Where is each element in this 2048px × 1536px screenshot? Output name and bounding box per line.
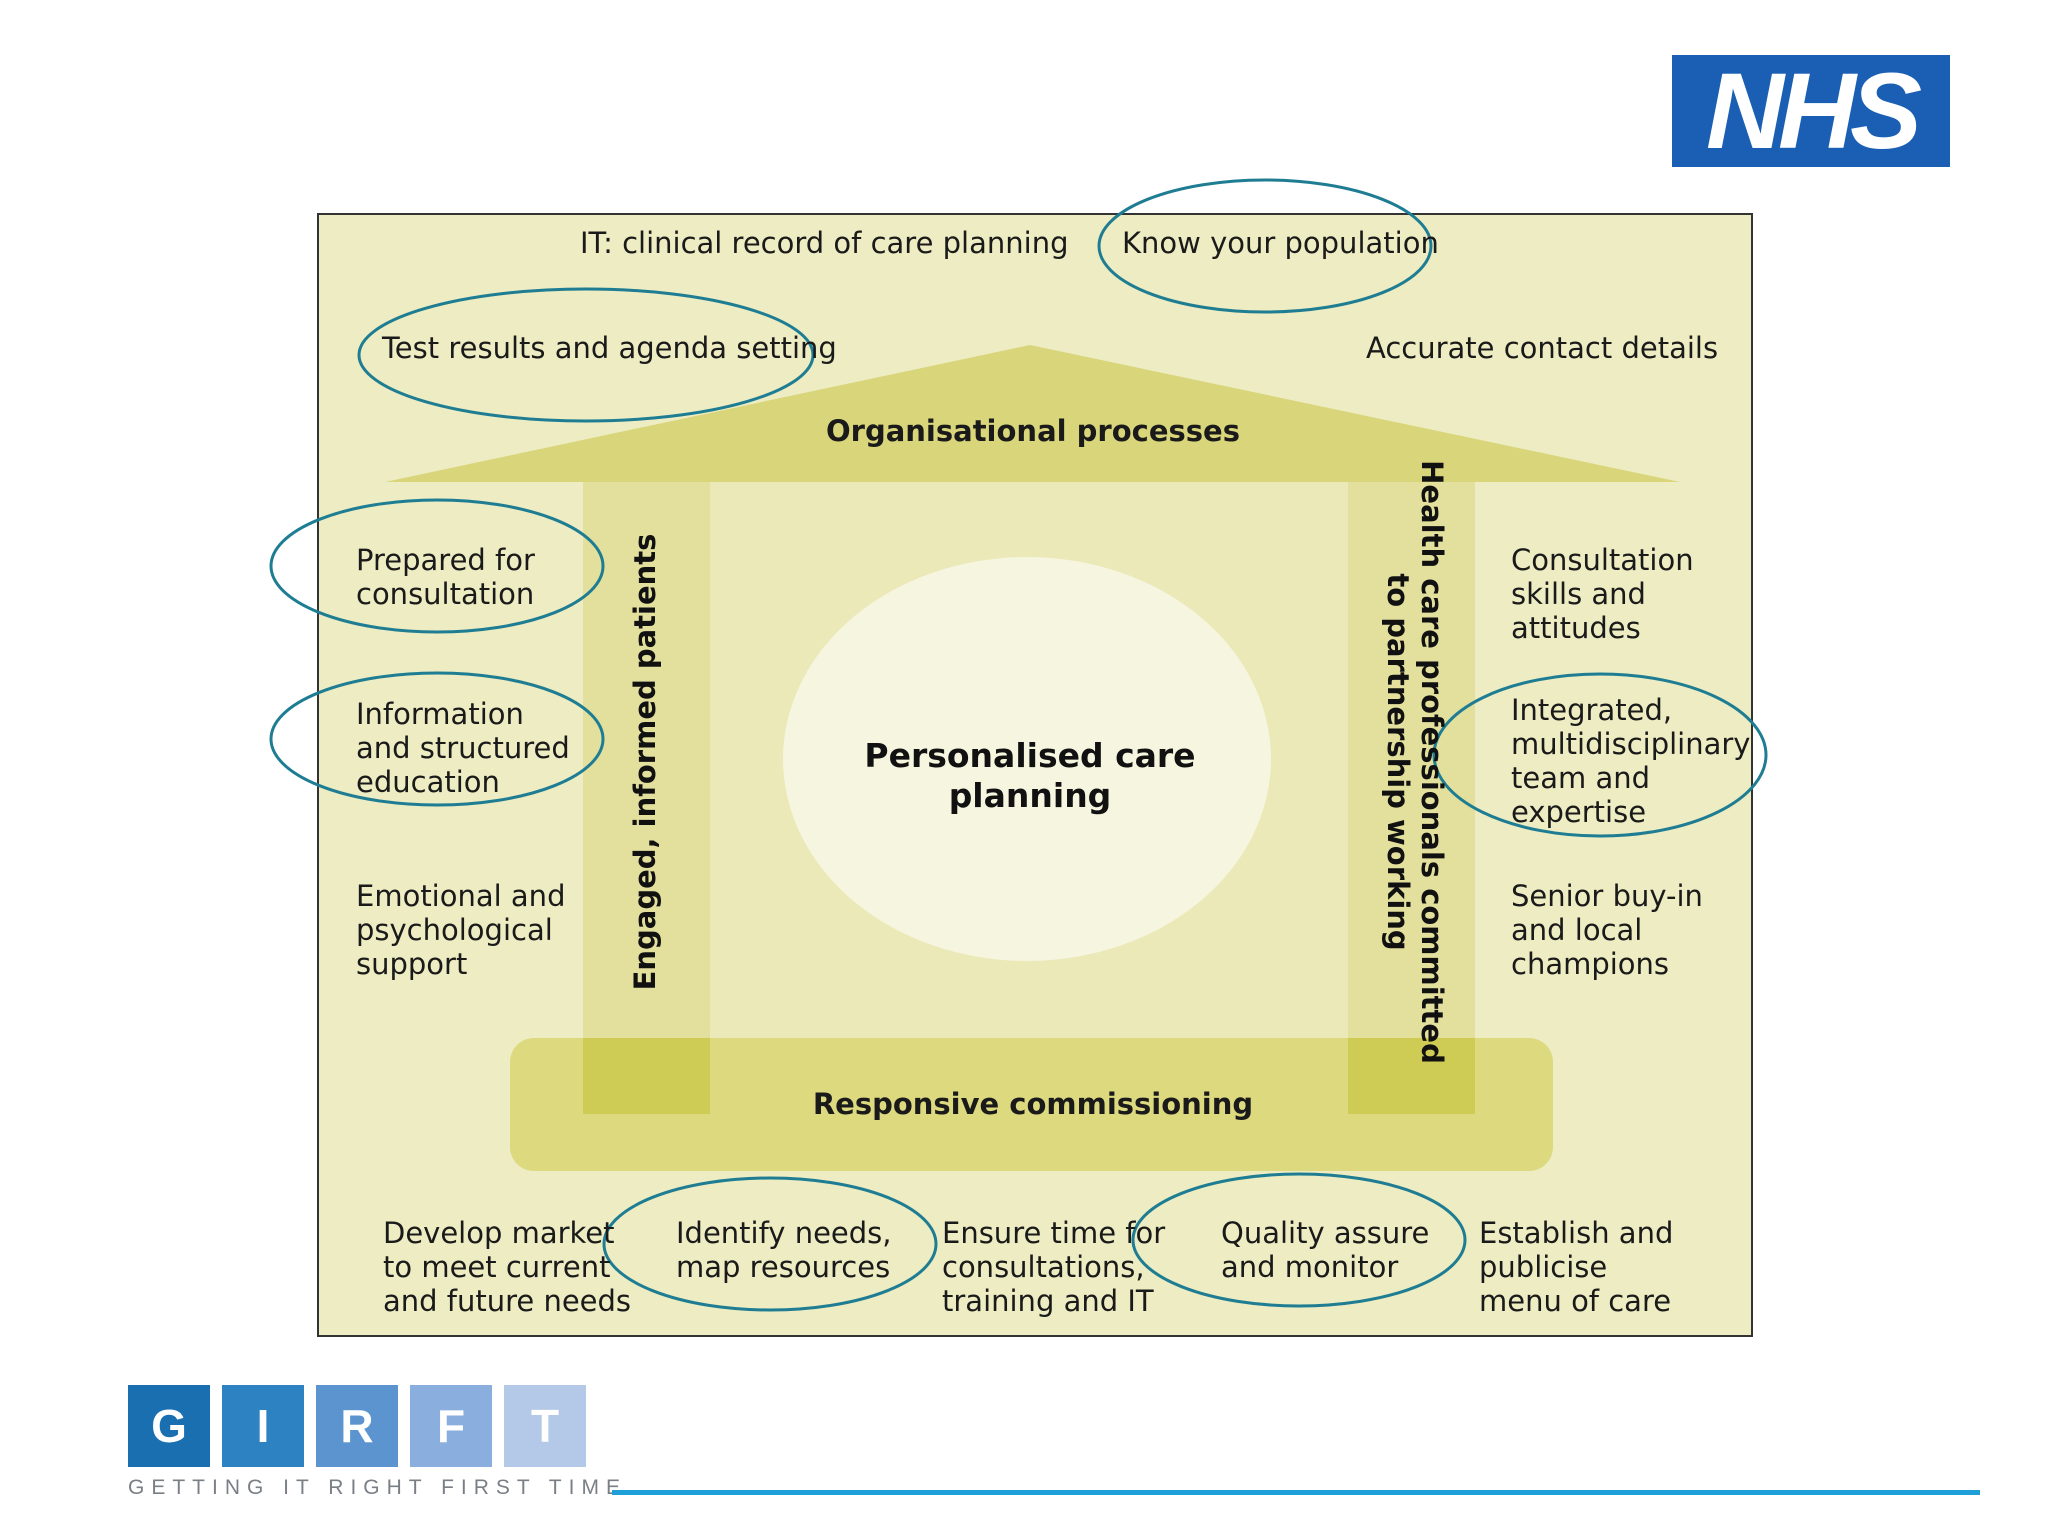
roof — [385, 345, 1680, 482]
girft-tagline: GETTING IT RIGHT FIRST TIME — [128, 1476, 627, 1499]
roof-label: Organisational processes — [826, 414, 1240, 448]
label-quality: Quality assure and monitor — [1221, 1216, 1430, 1284]
right-pillar — [1348, 482, 1475, 1114]
label-ensure: Ensure time for consultations, training … — [942, 1216, 1166, 1318]
girft-logo: G I R F T — [128, 1385, 586, 1467]
label-consultation-skills: Consultation skills and attitudes — [1511, 543, 1694, 645]
highlight-ellipse-information — [269, 671, 605, 807]
nhs-logo-text: NHS — [1705, 50, 1922, 171]
left-pillar — [583, 482, 710, 1114]
right-pillar-label-line1: Health care professionals committed — [1415, 460, 1449, 1064]
label-emotional: Emotional and psychological support — [356, 879, 566, 981]
base-label: Responsive commissioning — [812, 1087, 1254, 1121]
label-establish: Establish and publicise menu of care — [1479, 1216, 1674, 1318]
highlight-ellipse-integrated — [1432, 672, 1768, 838]
girft-tile-t: T — [504, 1385, 586, 1467]
center-title: Personalised care planning — [864, 736, 1196, 815]
right-pillar-foot — [1348, 1038, 1475, 1114]
left-pillar-label: Engaged, informed patients — [628, 533, 662, 991]
left-pillar-foot — [583, 1038, 710, 1114]
girft-tile-g: G — [128, 1385, 210, 1467]
label-senior: Senior buy-in and local champions — [1511, 879, 1703, 981]
right-pillar-label-line2: to partnership working — [1381, 573, 1415, 951]
label-integrated: Integrated, multidisciplinary team and e… — [1511, 693, 1751, 829]
girft-tile-r: R — [316, 1385, 398, 1467]
nhs-logo: NHS — [1672, 55, 1950, 167]
label-test-results: Test results and agenda setting — [382, 331, 837, 365]
label-information: Information and structured education — [356, 697, 570, 799]
label-it-record: IT: clinical record of care planning — [580, 226, 1069, 260]
highlight-ellipse-quality — [1131, 1172, 1467, 1308]
label-develop: Develop market to meet current and futur… — [383, 1216, 632, 1318]
highlight-ellipse-know-population — [1097, 178, 1433, 314]
base-bar — [510, 1038, 1553, 1171]
label-prepared: Prepared for consultation — [356, 543, 535, 611]
girft-tile-f: F — [410, 1385, 492, 1467]
highlight-ellipse-identify — [602, 1176, 938, 1312]
footer-divider-line — [612, 1490, 1980, 1495]
girft-tile-i: I — [222, 1385, 304, 1467]
highlight-ellipse-prepared — [269, 498, 605, 634]
center-circle — [783, 557, 1271, 961]
label-contact-details: Accurate contact details — [1366, 331, 1719, 365]
label-identify: Identify needs, map resources — [676, 1216, 892, 1284]
highlight-ellipse-test-results — [357, 287, 815, 423]
label-know-population: Know your population — [1122, 226, 1439, 260]
